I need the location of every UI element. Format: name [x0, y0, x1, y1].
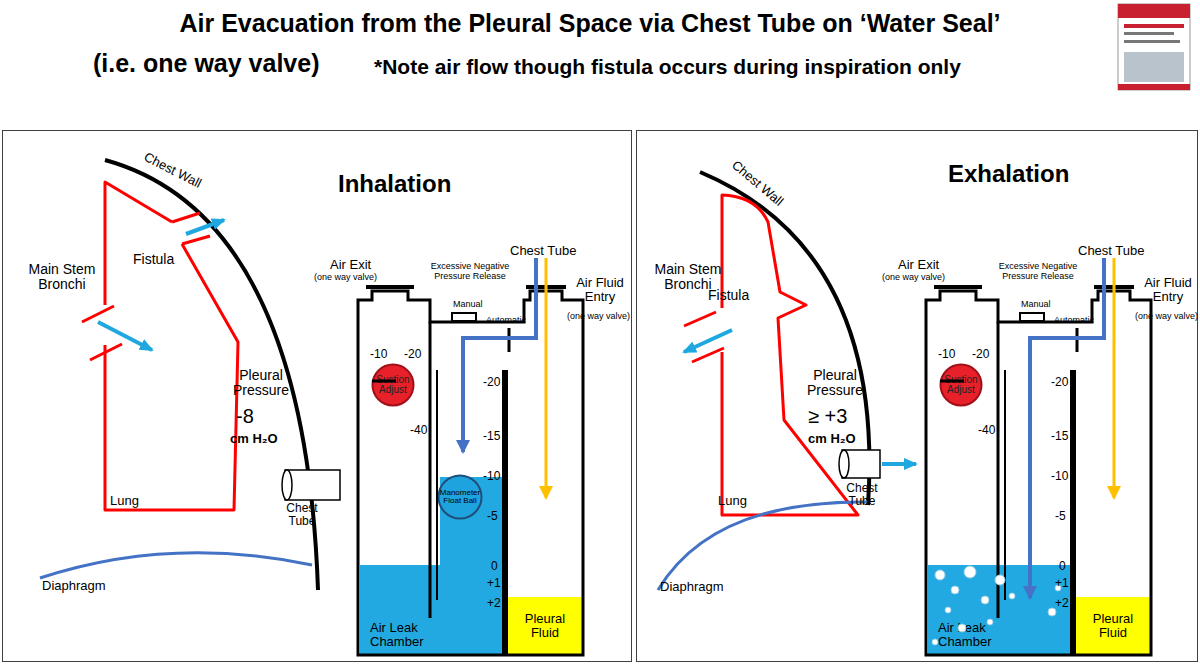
- text-label: Air Exit: [898, 258, 939, 272]
- chest-tube: [839, 450, 880, 478]
- text-label: ≥ +3: [808, 405, 847, 427]
- text-label: cm H₂O: [230, 432, 278, 446]
- chest-tube: [282, 470, 340, 500]
- lung-outline: [105, 182, 238, 510]
- air-path-arrow: [463, 258, 536, 452]
- text-label: +1: [1055, 577, 1069, 590]
- text-label: Automatic: [486, 316, 526, 326]
- drainage-unit-left: [358, 258, 583, 655]
- text-label: -10: [1051, 470, 1068, 483]
- text-label: Manual: [453, 300, 483, 310]
- node-text: Air Leak Chamber: [938, 621, 998, 650]
- panel-heading: Inhalation: [338, 170, 451, 198]
- text-label: -20: [404, 348, 421, 361]
- control-circle: Manometer Float Ball: [437, 474, 483, 520]
- node-text: Suction Adjust: [940, 375, 982, 396]
- text-label: Chest Tube: [840, 482, 884, 508]
- text-label: Air Fluid Entry: [570, 276, 630, 305]
- left-anatomy: [40, 160, 503, 590]
- text-label: -5: [487, 510, 498, 523]
- text-label: Pleural Pressure: [226, 368, 296, 399]
- fluid-chamber: Pleural Fluid: [508, 597, 582, 655]
- air-flow-arrow: [98, 322, 152, 350]
- text-label: Diaphragm: [660, 580, 724, 594]
- node-text: Air Leak Chamber: [370, 621, 430, 650]
- text-label: Chest Tube: [1078, 244, 1145, 258]
- diaphragm: [658, 502, 868, 590]
- text-label: (one way valve): [567, 312, 630, 322]
- text-label: -5: [1055, 510, 1066, 523]
- text-label: Chest Tube: [510, 244, 577, 258]
- text-label: -40: [410, 424, 427, 437]
- text-label: 0: [491, 560, 498, 573]
- text-label: Fistula: [133, 252, 174, 267]
- text-label: Fistula: [708, 288, 749, 303]
- book-cover: [1118, 4, 1190, 90]
- text-label: -20: [972, 348, 989, 361]
- text-label: -20: [1051, 376, 1068, 389]
- diagram-title: Air Evacuation from the Pleural Space vi…: [35, 10, 1145, 38]
- text-label: +2: [1055, 597, 1069, 610]
- text-label: -10: [483, 470, 500, 483]
- text-label: -10: [938, 348, 955, 361]
- text-label: cm H₂O: [808, 432, 856, 446]
- text-label: Excessive Negative Pressure Release: [425, 262, 515, 282]
- text-label: (one way valve): [882, 273, 945, 283]
- text-label: +1: [487, 577, 501, 590]
- right-anatomy: [658, 172, 916, 590]
- node-text: Manometer Float Ball: [438, 489, 482, 506]
- text-label: Manual: [1021, 300, 1051, 310]
- air-flow-arrow: [186, 220, 224, 234]
- chest-wall: [700, 172, 869, 505]
- text-label: -8: [236, 405, 254, 427]
- diaphragm: [40, 553, 312, 578]
- text-label: Automatic: [1054, 316, 1094, 326]
- text-label: Excessive Negative Pressure Release: [993, 262, 1083, 282]
- text-label: Lung: [110, 494, 139, 508]
- text-label: Chest Wall: [142, 150, 204, 191]
- text-label: Pleural Pressure: [800, 368, 870, 399]
- text-label: -40: [978, 424, 995, 437]
- air-flow-arrow: [684, 330, 732, 352]
- air-flow-arrow: [882, 462, 916, 466]
- text-label: (one way valve): [314, 273, 377, 283]
- text-label: -20: [483, 376, 500, 389]
- circle-shape: [439, 476, 482, 519]
- fluid-chamber: Pleural Fluid: [1076, 597, 1150, 655]
- text-label: (one way valve): [1135, 312, 1198, 322]
- text-label: -15: [1051, 430, 1068, 443]
- text-label: Lung: [718, 494, 747, 508]
- text-label: -10: [370, 348, 387, 361]
- text-label: +2: [487, 597, 501, 610]
- panel-heading: Exhalation: [948, 160, 1069, 188]
- text-label: Air Fluid Entry: [1138, 276, 1198, 305]
- water-chamber: Air Leak Chamber: [928, 565, 1073, 655]
- circle-shape: [373, 365, 414, 406]
- node-text: Pleural Fluid: [1083, 612, 1143, 641]
- water-chamber: Air Leak Chamber: [360, 565, 505, 655]
- chest-wall: [105, 160, 318, 590]
- text-label: Main Stem Bronchi: [22, 262, 102, 293]
- lung-outline: [722, 195, 858, 515]
- control-circle: Suction Adjust: [939, 363, 983, 407]
- text-label: -15: [483, 430, 500, 443]
- circle-shape: [941, 365, 982, 406]
- control-circle: Suction Adjust: [371, 363, 415, 407]
- drainage-unit-right: [926, 258, 1151, 655]
- text-label: Air Exit: [330, 258, 371, 272]
- node-text: Suction Adjust: [372, 375, 414, 396]
- text-label: (i.e. one way valve): [93, 50, 320, 78]
- node-text: Pleural Fluid: [515, 612, 575, 641]
- text-label: Diaphragm: [42, 579, 106, 593]
- text-label: Chest Tube: [280, 502, 324, 528]
- text-label: 0: [1059, 560, 1066, 573]
- text-label: *Note air flow though fistula occurs dur…: [374, 55, 961, 78]
